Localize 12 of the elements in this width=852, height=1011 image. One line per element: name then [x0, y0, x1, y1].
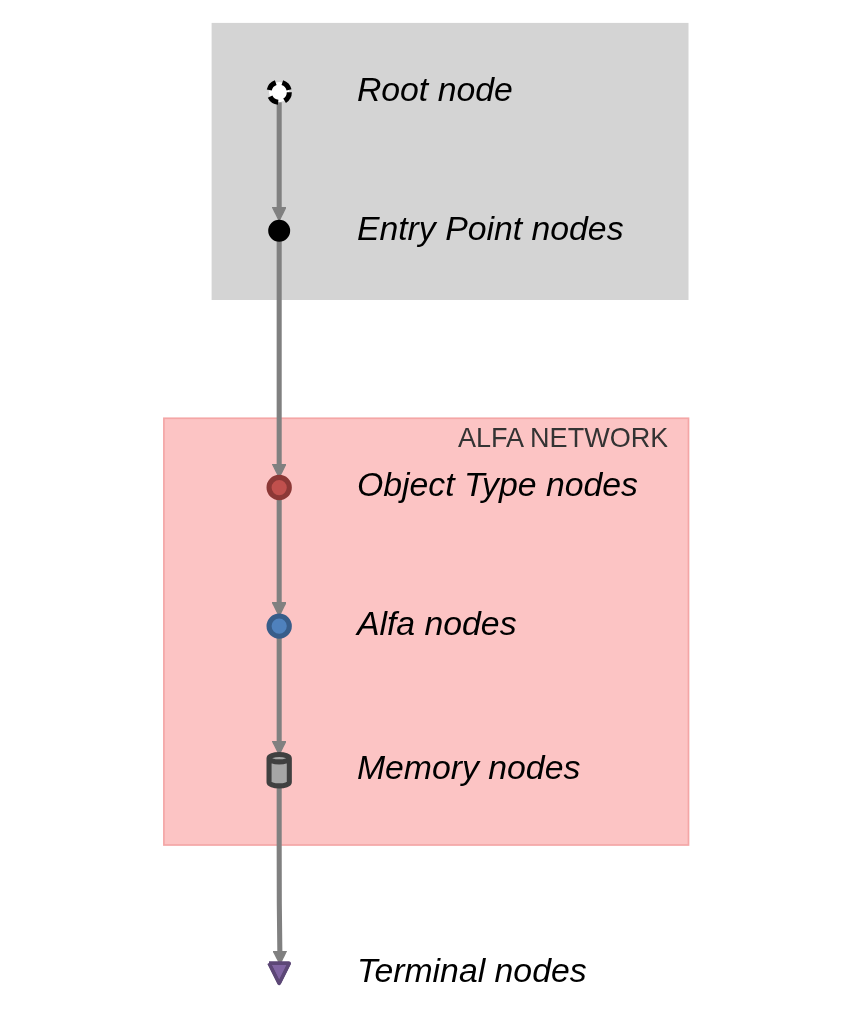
- circle-node: [268, 219, 290, 242]
- circle-node: [266, 79, 292, 105]
- cylinder-node: [266, 751, 292, 788]
- circle-node: [266, 612, 292, 639]
- node-caption: Alfa nodes: [356, 603, 517, 642]
- node-caption: Entry Point nodes: [356, 208, 624, 247]
- node-caption: Object Type nodes: [356, 464, 638, 503]
- node-caption: Terminal nodes: [356, 950, 587, 989]
- node-caption: Root node: [356, 69, 513, 108]
- triangle-node: [267, 961, 291, 985]
- circle-node: [266, 474, 292, 500]
- node-caption: Memory nodes: [356, 747, 581, 786]
